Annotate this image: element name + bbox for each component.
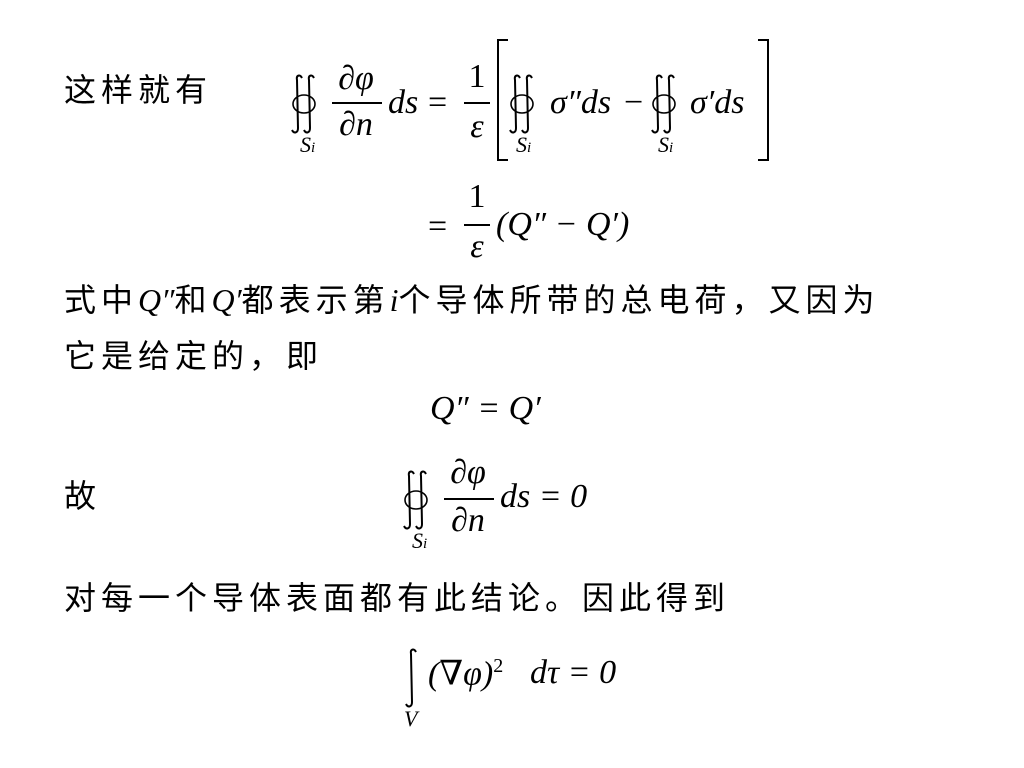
equals-sign-1: = [428, 84, 448, 121]
intro-text-1: 这样就有 [64, 71, 213, 109]
sigma-prime-ds: σ′ds [690, 84, 745, 121]
one-numerator-1: 1 [468, 58, 486, 95]
integral-subscript-si-1: Si [300, 132, 316, 157]
fraction-bar-4 [444, 498, 494, 500]
epsilon-denominator-1: ε [470, 108, 484, 145]
dtau-equals-zero: dτ = 0 [530, 654, 617, 691]
fraction-bar-3 [464, 224, 490, 226]
partial-phi-numerator: ∂φ [338, 60, 374, 97]
minus-sign-1: − [624, 84, 644, 121]
surface-integral-icon [403, 470, 428, 530]
fraction-bar-2 [464, 102, 490, 104]
fraction-bar-1 [332, 102, 382, 104]
paragraph-1-line-1: 式中Q″和Q′都表示第i个导体所带的总电荷，又因为 [64, 281, 880, 319]
integral-subscript-si-2: Si [516, 132, 532, 157]
partial-phi-numerator-2: ∂φ [450, 454, 486, 491]
volume-integral-icon [405, 648, 417, 708]
integral-subscript-v: V [404, 706, 418, 731]
surface-integral-icon [651, 74, 676, 134]
equals-sign-2: = [428, 208, 448, 245]
epsilon-denominator-2: ε [470, 228, 484, 265]
right-bracket-icon [758, 39, 769, 161]
charge-difference: (Q″ − Q′) [496, 206, 630, 243]
integral-subscript-si-4: Si [412, 528, 428, 553]
partial-n-denominator: ∂n [339, 106, 373, 143]
partial-n-denominator-2: ∂n [451, 502, 485, 539]
surface-integral-icon [291, 74, 316, 134]
sigma-double-prime-ds: σ″ds [550, 84, 612, 121]
left-bracket-icon [497, 39, 508, 161]
one-numerator-2: 1 [468, 178, 486, 215]
grad-phi-squared: (∇φ)2 [428, 655, 504, 693]
surface-integral-icon [509, 74, 534, 134]
integral-subscript-si-3: Si [658, 132, 674, 157]
charge-equality: Q″ = Q′ [430, 390, 541, 427]
ds-term-1: ds [388, 84, 419, 121]
ds-equals-zero: ds = 0 [500, 478, 588, 515]
paragraph-2: 对每一个导体表面都有此结论。因此得到 [64, 579, 731, 617]
intro-text-2: 故 [64, 477, 102, 515]
paragraph-1-line-2: 它是给定的，即 [64, 337, 324, 375]
